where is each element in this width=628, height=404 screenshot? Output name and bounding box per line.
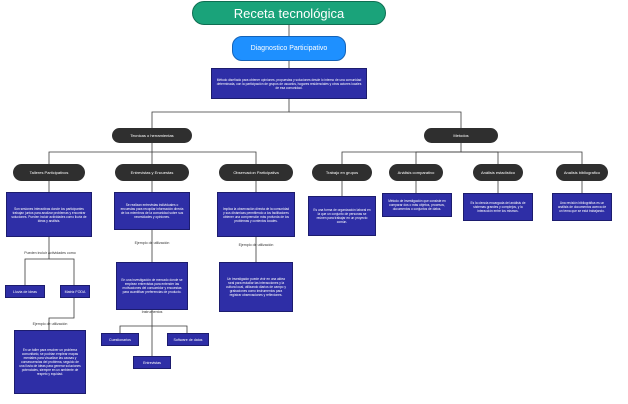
subtitle-node: Diagnostico Participativo [232, 36, 346, 61]
method-desc-trabajo: Es una forma de organización laboral en … [308, 196, 376, 236]
technique-desc-observacion: Implica la observación directa de la com… [217, 192, 295, 237]
connector [119, 310, 153, 333]
activity-lluvia-ideas: Lluvia de ideas [5, 285, 45, 298]
instrument-entrevistas: Entrevistas [133, 356, 171, 369]
connector [152, 325, 188, 333]
entrevistas-example-label: Ejemplo de utilización [134, 241, 170, 245]
technique-desc-entrevistas: Se realizan entrevistas individuales o e… [114, 192, 190, 230]
page-title: Receta tecnológica [192, 1, 386, 25]
observacion-example-label: Ejemplo de utilización [238, 243, 274, 247]
entrevistas-example-box: En una investigación de mercado donde se… [116, 262, 188, 310]
method-desc-estadistico: Es la ciencia encargada del análisis de … [463, 193, 533, 221]
connector [24, 237, 50, 285]
method-pill-trabajo: Trabajo en grupos [312, 164, 372, 181]
connector [48, 143, 153, 164]
connector [49, 258, 75, 285]
connector [48, 298, 75, 330]
instrument-cuestionarios: Cuestionarios [101, 333, 139, 346]
connector [152, 151, 257, 164]
definition-box: Método diseñado para obtener opiniones, … [211, 68, 367, 99]
method-pill-bibliografico: Analisis bibliografico [556, 164, 608, 181]
method-desc-bibliografico: Una revisión bibliográfica es un análisi… [552, 193, 612, 221]
talleres-example-box: En un taller para resolver un problema c… [14, 330, 86, 394]
technique-desc-talleres: Son sesiones interactivas donde los part… [6, 192, 92, 237]
connector [341, 143, 462, 164]
talleres-example-label: Ejemplo de utilización [32, 322, 68, 326]
talleres-link-label: Pueden incluir actividades como [24, 251, 76, 255]
connector [461, 151, 499, 164]
connector [151, 99, 290, 128]
instruments-label: Instrumentos [141, 310, 163, 314]
observacion-example-box: Un investigador puede vivir en una aldea… [219, 262, 293, 312]
branch-left: Tecnicas o herramientas [112, 128, 192, 143]
connector [461, 151, 583, 164]
method-pill-comparativo: Análisis comparativo [389, 164, 443, 181]
method-pill-estadistico: Análisis estadístico [473, 164, 523, 181]
method-desc-comparativo: Método de investigación que consiste en … [382, 193, 452, 217]
connector [289, 111, 462, 128]
technique-pill-observacion: Observacion Participativa [219, 164, 293, 181]
activity-matriz-foda: Matriz FODA [60, 285, 90, 298]
instrument-software: Software de datos [167, 333, 209, 346]
connector [415, 151, 461, 164]
technique-pill-entrevistas: Entrevistas y Encuestas [115, 164, 189, 181]
branch-right: Metodos [424, 128, 498, 143]
technique-pill-talleres: Talleres Participativos [13, 164, 85, 181]
